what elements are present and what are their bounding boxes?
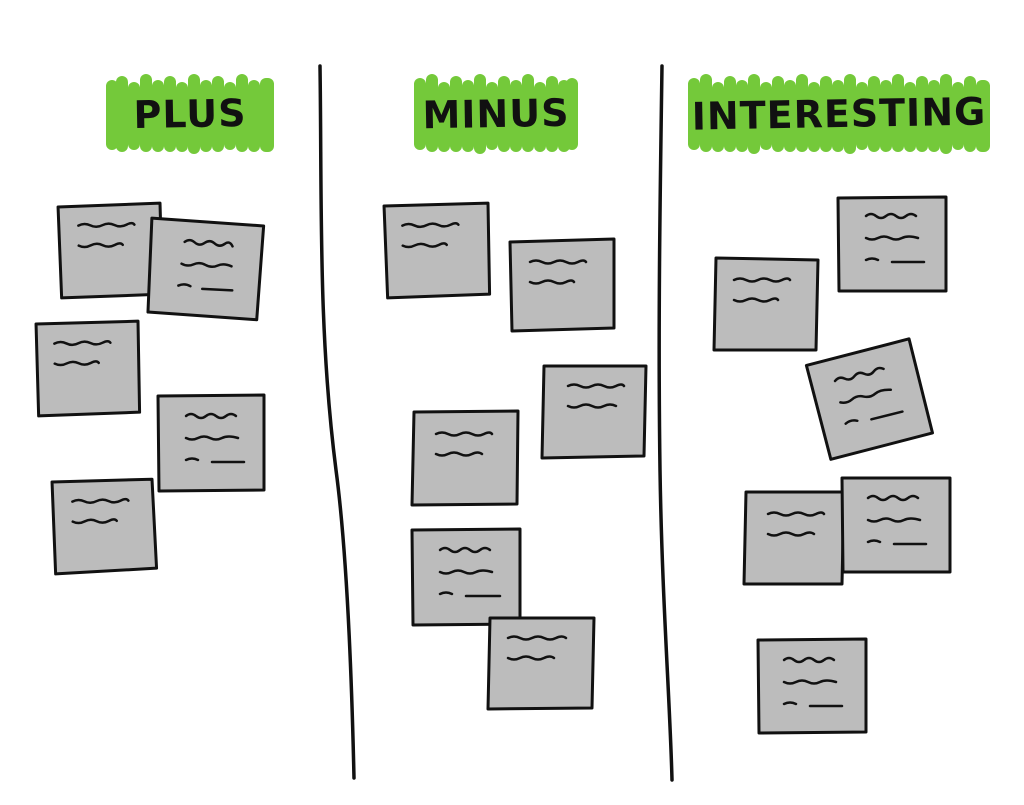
sticky-note-icon bbox=[540, 364, 648, 460]
scribble-lines-icon bbox=[766, 511, 826, 537]
sticky-note-icon bbox=[836, 195, 948, 293]
sticky-note-icon bbox=[56, 201, 165, 300]
sticky-note-icon bbox=[840, 476, 952, 574]
sticky-note-icon bbox=[50, 477, 159, 576]
scribble-lines-icon bbox=[782, 656, 844, 708]
divider-left bbox=[318, 64, 356, 780]
sticky-note-icon bbox=[804, 337, 935, 461]
scribble-lines-icon bbox=[177, 238, 234, 292]
sticky-note-icon bbox=[146, 216, 266, 322]
divider-right bbox=[657, 64, 674, 782]
scribble-lines-icon bbox=[438, 546, 502, 598]
column-title-interesting: INTERESTING bbox=[691, 89, 987, 139]
column-header-interesting: INTERESTING bbox=[686, 70, 992, 158]
scribble-lines-icon bbox=[77, 221, 136, 249]
scribble-lines-icon bbox=[71, 497, 130, 525]
highlight-marker-icon bbox=[414, 74, 578, 154]
scribble-lines-icon bbox=[401, 221, 460, 249]
sticky-note-icon bbox=[410, 527, 522, 627]
sticky-note-icon bbox=[382, 201, 492, 300]
scribble-lines-icon bbox=[566, 383, 626, 409]
sticky-note-icon bbox=[756, 637, 868, 735]
column-header-minus: MINUS bbox=[412, 70, 580, 158]
sticky-note-icon bbox=[508, 237, 616, 333]
sticky-note-icon bbox=[156, 393, 266, 493]
scribble-lines-icon bbox=[434, 431, 494, 457]
scribble-lines-icon bbox=[184, 412, 246, 464]
sticky-note-icon bbox=[410, 409, 520, 507]
sticky-note-icon bbox=[486, 616, 596, 711]
scribble-lines-icon bbox=[528, 259, 588, 285]
sticky-note-icon bbox=[712, 256, 820, 352]
scribble-lines-icon bbox=[866, 494, 928, 546]
scribble-lines-icon bbox=[864, 212, 926, 264]
scribble-lines-icon bbox=[506, 635, 568, 661]
scribble-lines-icon bbox=[732, 277, 792, 303]
scribble-lines-icon bbox=[53, 339, 112, 367]
highlight-marker-icon bbox=[688, 74, 990, 154]
sticky-note-icon bbox=[34, 319, 142, 418]
highlight-marker-icon bbox=[106, 74, 274, 154]
column-title-plus: PLUS bbox=[133, 91, 247, 137]
column-title-minus: MINUS bbox=[422, 90, 570, 138]
column-header-plus: PLUS bbox=[104, 70, 276, 158]
sticky-note-icon bbox=[742, 490, 846, 586]
scribble-lines-icon bbox=[833, 366, 904, 425]
